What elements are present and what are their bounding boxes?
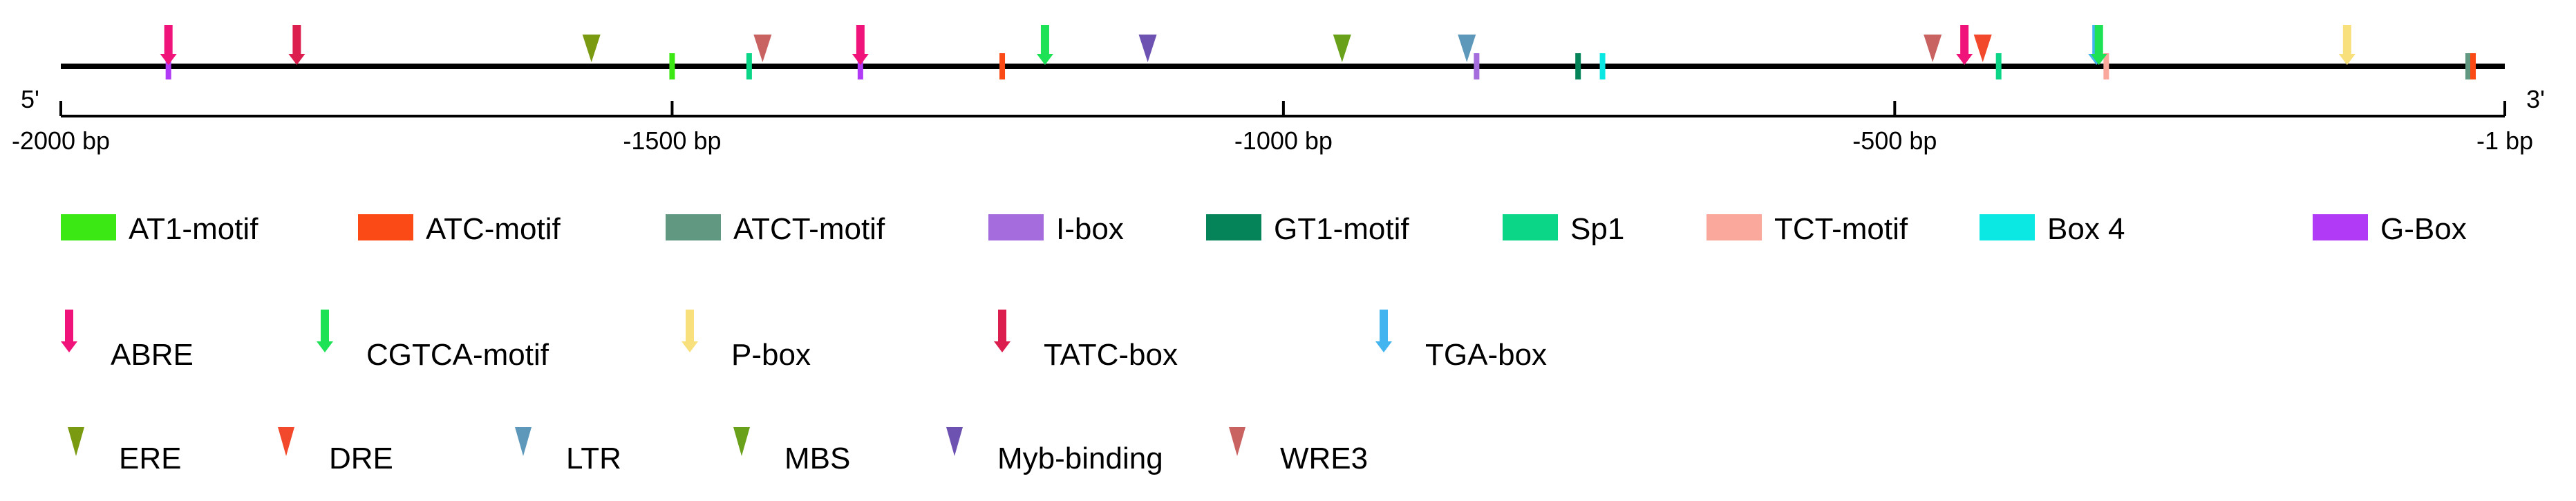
legend-swatch-box4 [1980,214,2035,240]
legend-label-tct: TCT-motif [1774,212,1908,246]
legend-triangle-myb [946,427,963,456]
legend-label-box4: Box 4 [2047,212,2125,246]
legend-label-abre: ABRE [111,338,194,372]
box-element-marks [165,53,2476,79]
legend-label-sp1: Sp1 [1570,212,1624,246]
triangle-mark-ere [582,35,601,62]
triangle-mark-wre3 [753,35,772,62]
legend-triangle-mbs [733,427,750,456]
five-prime-label: 5' [21,85,39,113]
legend-arrow-abre [61,310,77,352]
legend-label-ltr: LTR [566,442,621,475]
arrow-mark-abre [852,25,869,65]
box-mark-atc [2470,53,2476,79]
triangle-element-marks [582,35,1992,62]
box-mark-atct [2465,53,2471,79]
box-mark-gt1 [1575,53,1581,79]
legend-swatch-ibox [988,214,1044,240]
legend-label-myb: Myb-binding [997,442,1163,475]
legend-triangle-ltr [515,427,532,456]
legend-swatch-atct [666,214,721,240]
legend-label-cgtca: CGTCA-motif [366,338,549,372]
box-mark-sp1 [1995,53,2002,79]
triangle-mark-ltr [1458,35,1476,62]
legend-arrow-pbox [681,310,698,352]
box-mark-sp1 [746,53,752,79]
axis-group: -2000 bp-1500 bp-1000 bp-500 bp-1 bp 5' … [12,64,2545,155]
legend-swatch-gt1 [1206,214,1261,240]
arrow-element-marks [160,25,2356,65]
box-mark-gbox [857,53,863,79]
legend-label-tga: TGA-box [1425,338,1547,372]
triangle-mark-myb [1138,35,1157,62]
legend-swatch-sp1 [1503,214,1558,240]
legend-triangle-wre3 [1229,427,1245,456]
legend-arrow-cgtca [317,310,333,352]
arrow-mark-cgtca [1036,25,1053,65]
box-mark-ibox [1474,53,1480,79]
legend-label-atct: ATCT-motif [733,212,885,246]
tick-label: -2000 bp [12,126,110,155]
legend-label-dre: DRE [329,442,393,475]
box-mark-at1 [669,53,675,79]
arrow-mark-abre [1956,25,1973,65]
legend-swatch-at1 [61,214,116,240]
legend-label-atc: ATC-motif [426,212,561,246]
legend-swatch-tct [1707,214,1762,240]
triangle-mark-mbs [1333,35,1351,62]
legend-arrow-tga [1375,310,1392,352]
legend-label-mbs: MBS [784,442,850,475]
legend-label-wre3: WRE3 [1280,442,1368,475]
legend-label-ibox: I-box [1056,212,1124,246]
three-prime-label: 3' [2526,85,2545,113]
legend-label-ere: ERE [119,442,181,475]
legend-label-pbox: P-box [731,338,811,372]
legend-label-tatc: TATC-box [1044,338,1178,372]
tick-label: -1500 bp [623,126,721,155]
triangle-mark-wre3 [1924,35,1942,62]
box-mark-box4 [1599,53,1606,79]
tick-label: -1 bp [2476,126,2533,155]
box-mark-atc [999,53,1006,79]
arrow-mark-abre [160,25,177,65]
legend-arrow-tatc [994,310,1010,352]
legend-triangle-dre [278,427,294,456]
triangle-mark-dre [1973,35,1992,62]
legend-swatch-atc [358,214,413,240]
box-mark-tct [2103,53,2109,79]
ruler-ticks: -2000 bp -1500 bp -1000 bp -500 bp -1 bp [12,101,2533,155]
box-mark-gbox [165,53,171,79]
legend-triangle-ere [68,427,84,456]
arrow-mark-cgtca [2090,25,2107,65]
tick-label: -1000 bp [1234,126,1333,155]
legend-swatch-gbox [2313,214,2368,240]
legend: AT1-motif ATC-motif ATCT-motif I-box GT1-mot… [61,212,2467,475]
legend-label-gbox: G-Box [2380,212,2467,246]
arrow-mark-pbox [2338,25,2356,65]
tick-label: -500 bp [1852,126,1937,155]
arrow-mark-tatc [288,25,305,65]
legend-label-gt1: GT1-motif [1274,212,1409,246]
legend-label-at1: AT1-motif [129,212,258,246]
